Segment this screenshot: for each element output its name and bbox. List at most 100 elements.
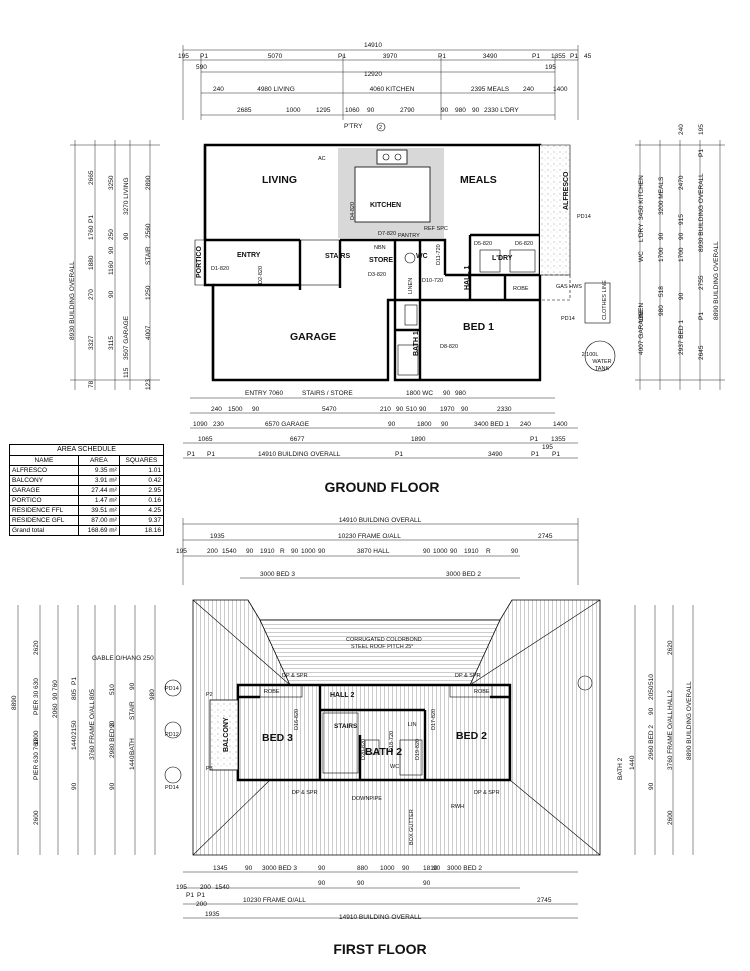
ground-external-wall [203, 143, 542, 382]
svg-text:200: 200 [200, 884, 211, 891]
stair-store-walls [340, 238, 470, 300]
clothes-line-label: CLOTHES LINE [602, 280, 608, 320]
svg-text:P1: P1 [530, 436, 538, 443]
svg-text:STAIR: STAIR [129, 701, 136, 720]
svg-text:980: 980 [658, 305, 665, 316]
svg-text:3327: 3327 [88, 335, 95, 350]
svg-text:90: 90 [511, 548, 519, 555]
dim-195: 195 [178, 53, 189, 60]
svg-text:1540: 1540 [222, 548, 237, 555]
svg-text:2600: 2600 [667, 810, 674, 825]
svg-text:240: 240 [211, 406, 222, 413]
svg-text:90: 90 [109, 782, 116, 790]
dim-45: 45 [584, 53, 592, 60]
svg-text:P1: P1 [88, 215, 95, 223]
svg-text:90: 90 [291, 548, 299, 555]
svg-text:1440: 1440 [71, 735, 78, 750]
svg-text:805: 805 [89, 689, 96, 700]
dim-980: 980 [455, 107, 466, 114]
col-squares: SQUARES [118, 455, 165, 466]
room-bath2: BATH 2 [365, 746, 402, 758]
room-store: STORE [369, 257, 393, 264]
dim-1295: 1295 [316, 107, 331, 114]
wm-space [509, 249, 536, 273]
ptry-label: P'TRY [344, 123, 363, 130]
svg-text:90: 90 [388, 421, 396, 428]
area-schedule-table: AREA SCHEDULE NAME AREA SQUARES ALFRESCO… [9, 444, 165, 536]
room-bed2: BED 2 [456, 730, 487, 742]
svg-text:90: 90 [396, 406, 404, 413]
svg-text:90: 90 [318, 548, 326, 555]
svg-text:D3-820: D3-820 [368, 272, 386, 278]
room-stairs: STAIRS [325, 253, 350, 260]
svg-text:6677: 6677 [290, 436, 305, 443]
svg-text:1970: 1970 [440, 406, 455, 413]
svg-text:1800: 1800 [417, 421, 432, 428]
svg-text:195: 195 [176, 884, 187, 891]
svg-text:D7-820: D7-820 [378, 231, 396, 237]
svg-text:90: 90 [678, 292, 685, 300]
room-linen: LINEN [408, 278, 414, 294]
svg-text:D16-820: D16-820 [294, 709, 300, 730]
svg-text:78: 78 [88, 380, 95, 388]
svg-text:2620: 2620 [33, 640, 40, 655]
room-portico: PORTICO [196, 246, 203, 278]
dim-90a: 90 [367, 107, 375, 114]
room-robe: ROBE [513, 286, 529, 292]
svg-text:D6-820: D6-820 [515, 241, 533, 247]
dp-spr-1: DP & SPR [282, 673, 308, 679]
dim-2685: 2685 [237, 107, 252, 114]
portico-outline [194, 239, 205, 286]
svg-text:123: 123 [145, 379, 152, 390]
svg-text:90: 90 [108, 290, 115, 298]
svg-text:P1: P1 [552, 451, 560, 458]
first-bottom-dimensions: 1345 90 3000 BED 3 90 880 1000 90 1810 9… [176, 865, 578, 921]
svg-text:510: 510 [109, 684, 116, 695]
first-floor-title: FIRST FLOOR [333, 941, 426, 957]
robe-bed3 [259, 684, 303, 698]
tank-label-1: 2,100L [582, 352, 599, 358]
roof-note-2: STEEL ROOF PITCH 25° [351, 644, 414, 650]
dim-1355: 1355 [551, 53, 566, 60]
first-stair-treads [322, 712, 359, 774]
svg-text:1000: 1000 [301, 548, 316, 555]
svg-text:BATH: BATH [129, 738, 136, 755]
svg-text:1400: 1400 [553, 421, 568, 428]
ground-floor-plan: 14910 195 P1 5070 P1 3970 P1 3490 P1 135… [69, 42, 725, 495]
svg-text:1760: 1760 [88, 225, 95, 240]
room-balcony: BALCONY [223, 717, 230, 752]
svg-text:90: 90 [423, 548, 431, 555]
bed1-walls [395, 298, 470, 380]
pd12-marker [164, 721, 182, 739]
svg-text:8890: 8890 [11, 695, 18, 710]
svg-text:1700: 1700 [678, 247, 685, 262]
svg-text:3200 MEALS: 3200 MEALS [658, 176, 665, 215]
svg-text:1355: 1355 [551, 436, 566, 443]
svg-text:D1-820: D1-820 [211, 266, 229, 272]
svg-text:90: 90 [108, 246, 115, 254]
svg-text:1935: 1935 [205, 911, 220, 918]
room-wc: WC [416, 253, 428, 260]
svg-text:2560: 2560 [145, 223, 152, 238]
room-first-linen: LIN [408, 722, 417, 728]
svg-text:WC: WC [638, 251, 645, 262]
pd14-marker-top [164, 679, 182, 697]
room-living: LIVING [262, 174, 297, 186]
ground-door-labels: D1-820 D2-820 D3-820 D4-820 D5-820 D6-82… [211, 202, 591, 350]
ground-right-dimensions: 240 195 2470 3200 MEALS 3450 KITCHEN 915… [635, 124, 725, 390]
svg-text:10230 FRAME O/ALL: 10230 FRAME O/ALL [243, 897, 306, 904]
dim-meals: 2395 MEALS [471, 86, 510, 93]
gas-hws-label: GAS HWS [556, 284, 582, 290]
wc-pan [404, 252, 416, 264]
svg-text:P3: P3 [206, 766, 213, 772]
first-right-dimensions: 2620 8890 BUILDING OVERALL 90 2050 510 H… [617, 605, 694, 855]
box-gutter-label: BOX GUTTER [409, 809, 415, 845]
svg-text:PD14: PD14 [561, 316, 575, 322]
svg-text:90: 90 [246, 548, 254, 555]
room-alfresco: ALFRESCO [563, 171, 570, 210]
svg-text:3400 BED 1: 3400 BED 1 [474, 421, 509, 428]
roof-note-1: CORRUGATED COLORBOND [346, 637, 422, 643]
svg-text:210: 210 [380, 406, 391, 413]
svg-text:805: 805 [71, 689, 78, 700]
laundry-walls [468, 233, 540, 302]
